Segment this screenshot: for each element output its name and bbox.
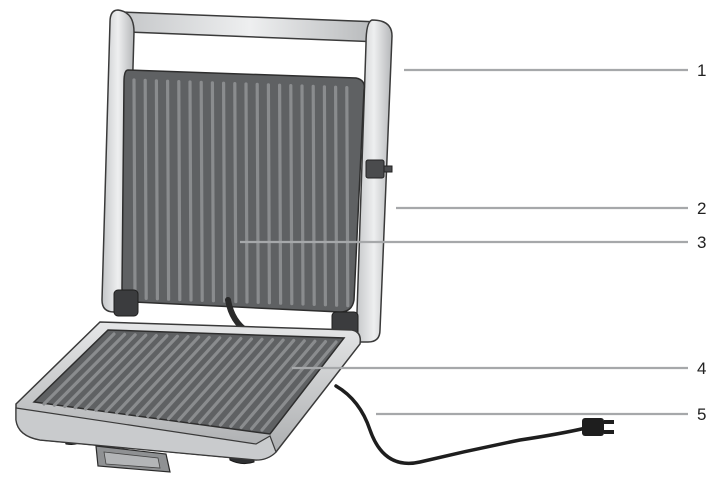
upper-ridge [224, 83, 225, 301]
upper-ridge [212, 83, 213, 301]
upper-ridge [235, 84, 236, 302]
upper-ridge [324, 87, 325, 305]
upper-ridge [313, 86, 314, 304]
upper-ridge [246, 84, 247, 302]
upper-ridge [145, 80, 146, 298]
upper-ridge [168, 81, 169, 299]
upper-ridge [179, 82, 180, 300]
upper-ridge [156, 81, 157, 299]
upper-grill-plate [114, 70, 364, 338]
plug-icon [582, 418, 604, 436]
callout-label-3: 3 [697, 233, 706, 252]
upper-ridge [257, 84, 258, 302]
upper-ridge [291, 86, 292, 304]
callout-labels: 1 2 3 4 5 [697, 61, 706, 424]
upper-ridge [201, 82, 202, 300]
callout-label-1: 1 [697, 61, 706, 80]
upper-ridge [302, 86, 303, 304]
upper-ridge [134, 80, 135, 298]
callout-label-5: 5 [697, 405, 706, 424]
callout-label-2: 2 [697, 199, 706, 218]
upper-ridge [280, 85, 281, 303]
upper-ridge [268, 85, 269, 303]
upper-ridge [347, 88, 348, 306]
upper-ridge [190, 82, 191, 300]
callout-label-4: 4 [697, 359, 706, 378]
upper-ridge [336, 87, 337, 305]
power-cord [336, 386, 614, 463]
